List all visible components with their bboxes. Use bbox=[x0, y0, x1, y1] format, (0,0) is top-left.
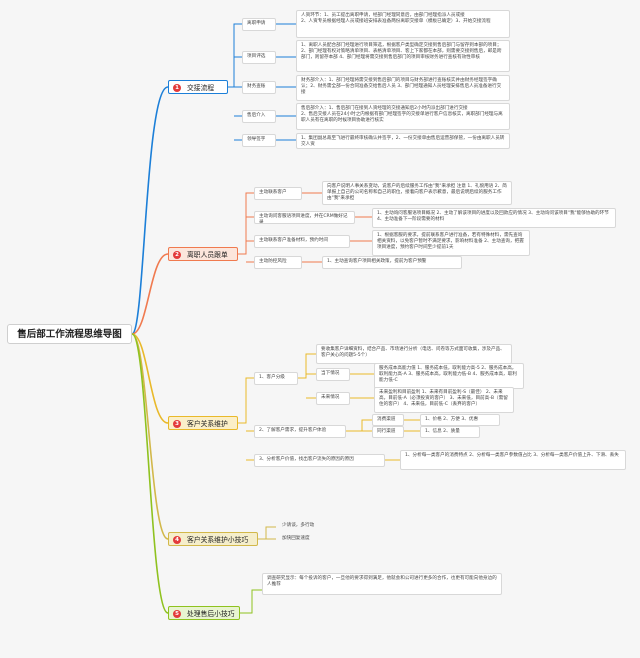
b2-detail-materials: 1、根据客服的要求，提前联系客户进行准备，若有特殊材料，需先查询相关资料，以免客… bbox=[372, 230, 530, 256]
connector-root-b1 bbox=[131, 86, 169, 335]
number-2-icon: 2 bbox=[173, 251, 181, 259]
connector-root-b4 bbox=[131, 333, 169, 540]
b4-tip-reply: 加快回复速度 bbox=[282, 536, 310, 541]
branch-handover-process[interactable]: 1 交接流程 bbox=[168, 80, 228, 94]
b3-child-grading: 1、客户分级 bbox=[254, 372, 298, 385]
b3-current-detail: 服务成本高能力值 1、服务成本低，取利能力高-5 2、服务成本高，取利能力高-A… bbox=[374, 363, 524, 389]
b3-grading-intro: 要收集客户详细资料，结合产品、市场进行分析（电话、问卷等方式面可收集，涉及产品、… bbox=[316, 344, 512, 364]
branch-customer-relations[interactable]: 3 客户关系维护 bbox=[168, 416, 238, 430]
b2-child-materials: 主动联系客户准备材料，预约时间 bbox=[254, 235, 350, 248]
b3-consumption-detail: 1、价格 2、方便 3、优惠 bbox=[420, 414, 500, 426]
b1-child-signoff: 领导签字 bbox=[242, 134, 276, 147]
branch-aftersales-tips[interactable]: 5 处理售后小技巧 bbox=[168, 606, 240, 620]
b3-child-value: 3、分析客户价值，找出客户流失的原因的原因 bbox=[254, 454, 385, 467]
number-5-icon: 5 bbox=[173, 610, 181, 618]
number-1-icon: 1 bbox=[173, 84, 181, 92]
b3-child-needs: 2、了解客户需求，提升客户体验 bbox=[254, 425, 346, 438]
b1-child-project: 项目评选 bbox=[242, 51, 276, 64]
b3-peer-detail: 1、信息 2、质量 bbox=[420, 426, 480, 438]
b3-grading-current: 当下情况 bbox=[316, 368, 350, 381]
b2-detail-contact: 向客户说明人事关系变动，说客户的后续服务工作由"我"来承担 注意 1、礼貌用语 … bbox=[322, 181, 512, 205]
number-3-icon: 3 bbox=[173, 420, 181, 428]
b2-child-contact: 主动联系客户 bbox=[254, 187, 302, 200]
number-4-icon: 4 bbox=[173, 536, 181, 544]
branch-label: 客户关系维护 bbox=[187, 420, 228, 428]
branch-label: 客户关系维护小技巧 bbox=[187, 536, 249, 544]
b3-value-detail: 1、分析每一类客户的消费特点 2、分析每一类客户参数值占比 3、分析每一类客户价… bbox=[400, 450, 626, 470]
b2-detail-progress: 1、主动询问客服语项目概况 2、主动了解该项目的进度以及回款应的情况 3、主动询… bbox=[372, 208, 616, 228]
b1-child-resignation: 离职申请 bbox=[242, 18, 276, 31]
connector-root-b2 bbox=[131, 253, 169, 335]
b2-child-progress: 主动询问客服语项目进度，并在CRM做好记录 bbox=[254, 211, 355, 224]
branch-relation-tips[interactable]: 4 客户关系维护小技巧 bbox=[168, 532, 258, 546]
b1-child-aftersales: 售后介入 bbox=[242, 110, 276, 123]
b1-child-finance: 财务查账 bbox=[242, 81, 276, 94]
b3-needs-peer: 同行渠道 bbox=[372, 426, 404, 438]
b1-detail-finance: 财务部介入：1、部门经理将需交接到售后部门的项目与财务部进行查账核实并由财务经理… bbox=[296, 75, 510, 101]
branch-departed-followup[interactable]: 2 离职人员跟单 bbox=[168, 247, 238, 261]
branch-label: 离职人员跟单 bbox=[187, 251, 228, 259]
b1-detail-aftersales: 售后部介入：1、售后部门在接到人资经理的交接通知后2小时内派出部门进行交接 2、… bbox=[296, 103, 510, 130]
b1-detail-signoff: 1、集团副总裁至飞进行最终审核确认并签字，2、一份交接单由售后运营部保管，一份由… bbox=[296, 133, 510, 149]
b4-tip-act: 少请谈，多行动 bbox=[282, 523, 315, 528]
b1-detail-project: 1、离职人员配合部门经理进行项目筛选，根据客户类型确定交接到售后部门与留存到本部… bbox=[296, 40, 510, 72]
b5-detail: 调查研究显示：每个投诉的客户，一旦他的要求得到满足，他就会和公司进行更多的合作，… bbox=[262, 573, 502, 595]
b3-future-detail: 未来盈利和目前盈利 1、未来有目前盈利-S（最佳） 2、未来高，目前低-A（必须… bbox=[374, 387, 514, 413]
branch-label: 处理售后小技巧 bbox=[187, 610, 235, 618]
b3-needs-consumption: 消费渠道 bbox=[372, 414, 404, 426]
root-title: 售后部工作流程思维导图 bbox=[7, 324, 132, 344]
b2-detail-risk: 1、主动查询客户项目相关政策，提前为客户预警 bbox=[322, 256, 462, 269]
b3-grading-future: 未来情况 bbox=[316, 392, 350, 405]
b2-child-risk: 主动防控风险 bbox=[254, 256, 302, 269]
branch-label: 交接流程 bbox=[187, 84, 215, 92]
connector-root-b5 bbox=[131, 333, 169, 614]
connector-root-b3 bbox=[131, 333, 169, 424]
b1-detail-resignation: 人资环节：1、员工提出离职申请，经部门经理同意后，由部门经理指派人员或接 2、人… bbox=[296, 10, 510, 38]
